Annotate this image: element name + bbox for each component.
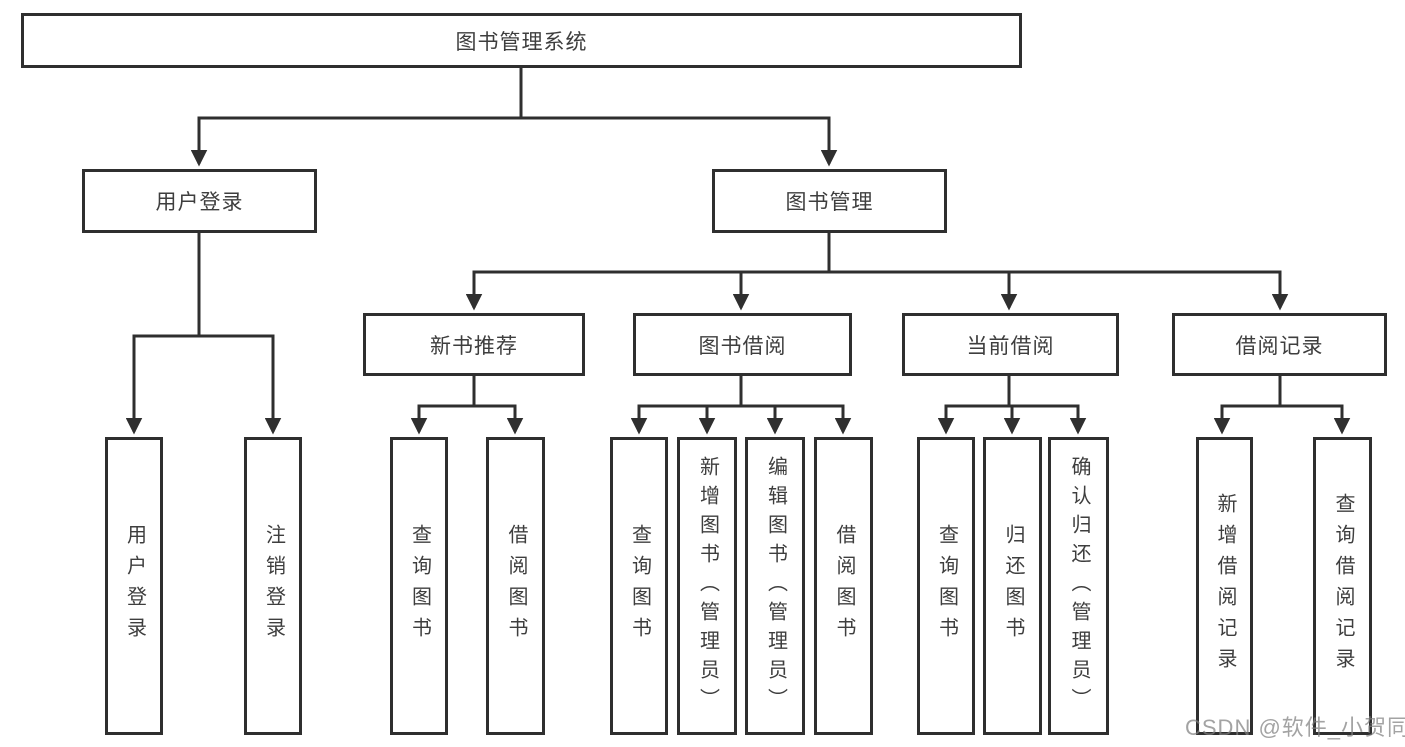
node-label: 图书管理 [785,191,874,214]
leaf-return-book: 归还图书 [983,437,1042,735]
node-book-management: 图书管理 [712,169,947,233]
leaf-label: 注销登录 [262,524,285,648]
node-label: 图书借阅 [698,334,787,358]
leaf-label: 查询图书 [408,524,431,648]
leaf-query-books: 查询图书 [917,437,975,735]
node-library-management-system: 图书管理系统 [21,13,1022,68]
leaf-borrow-books: 借阅图书 [814,437,873,735]
leaf-label: 新增图书（管理员） [696,455,719,717]
node-label: 图书管理系统 [455,30,588,54]
node-current-borrow: 当前借阅 [902,313,1119,376]
leaf-query-borrow-record: 查询借阅记录 [1313,437,1372,735]
leaf-query-books: 查询图书 [610,437,668,735]
node-label: 借阅记录 [1235,334,1324,358]
node-new-book-recommend: 新书推荐 [363,313,585,376]
node-label: 当前借阅 [966,334,1055,358]
leaf-label: 查询图书 [935,524,958,648]
leaf-label: 借阅图书 [833,524,855,648]
node-label: 用户登录 [155,191,244,214]
node-borrow-records: 借阅记录 [1172,313,1387,376]
csdn-watermark: CSDN @软件_小贺同学 [1185,715,1405,740]
node-user-login: 用户登录 [82,169,317,233]
leaf-add-borrow-record: 新增借阅记录 [1196,437,1253,735]
leaf-user-login: 用户登录 [105,437,163,735]
leaf-label: 查询借阅记录 [1332,493,1354,679]
leaf-label: 新增借阅记录 [1214,493,1236,679]
leaf-label: 确认归还（管理员） [1068,455,1090,717]
leaf-borrow-books: 借阅图书 [486,437,545,735]
leaf-label: 归还图书 [1002,524,1024,648]
leaf-query-books: 查询图书 [390,437,448,735]
leaf-logout-login: 注销登录 [244,437,302,735]
leaf-label: 用户登录 [123,524,146,648]
leaf-label: 借阅图书 [505,524,527,648]
leaf-label: 编辑图书（管理员） [764,455,787,717]
node-book-borrow: 图书借阅 [633,313,852,376]
node-label: 新书推荐 [430,334,518,358]
leaf-confirm-return-admin: 确认归还（管理员） [1048,437,1109,735]
leaf-edit-book-admin: 编辑图书（管理员） [745,437,805,735]
leaf-label: 查询图书 [628,524,651,648]
leaf-add-book-admin: 新增图书（管理员） [677,437,737,735]
